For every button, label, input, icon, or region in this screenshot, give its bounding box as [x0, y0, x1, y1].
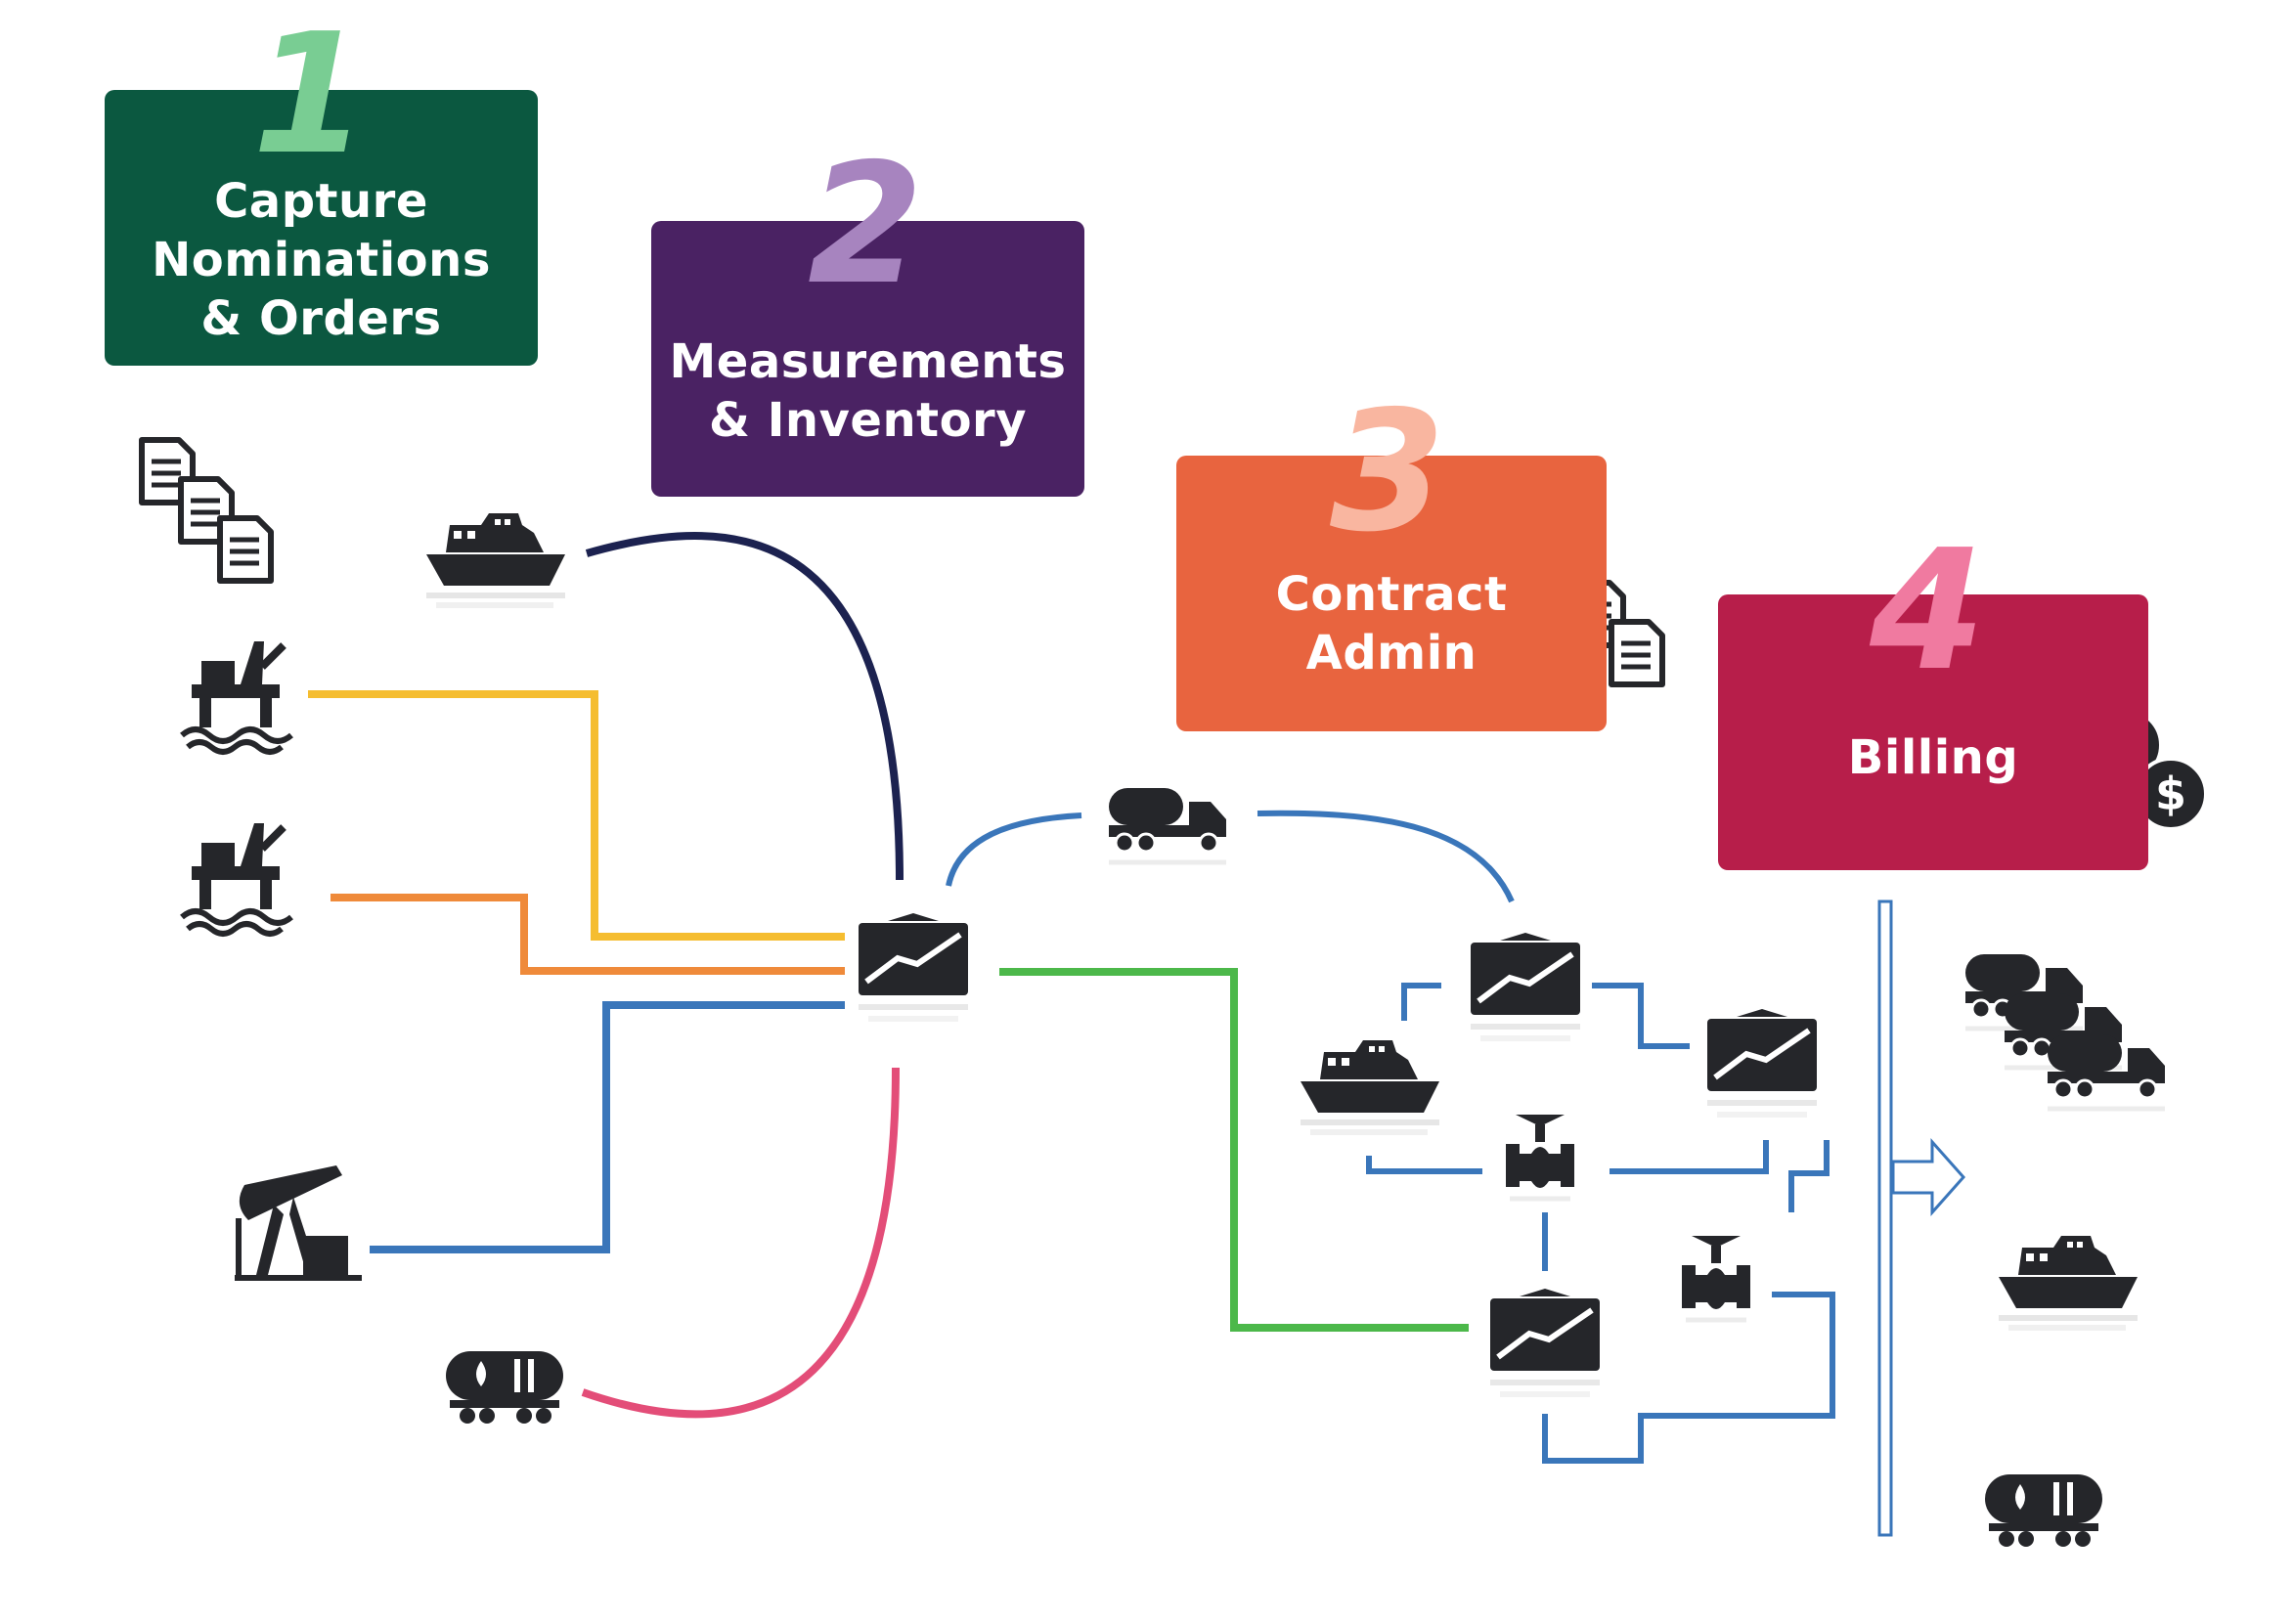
- right-connections: [946, 810, 1835, 1464]
- ship-icon: [1301, 1040, 1439, 1132]
- tank-a-left: [1401, 983, 1441, 1021]
- step-4-box: Billing: [1718, 594, 2148, 870]
- truck-line-in: [946, 812, 1082, 887]
- ship-icon: [426, 513, 565, 605]
- pink-line: [581, 1067, 900, 1419]
- yellow-line: [308, 690, 845, 941]
- truck-line-out: [1257, 810, 1515, 903]
- documents-icon: [142, 440, 271, 581]
- step-3-label: Contract Admin: [1275, 567, 1508, 680]
- valve-icon: [1682, 1236, 1750, 1320]
- step-1-box: Capture Nominations & Orders: [105, 90, 538, 366]
- rail-tank-car-icon: [1985, 1474, 2102, 1547]
- offshore-rig-icon: [182, 823, 291, 934]
- step-3-number: 3: [1330, 375, 1446, 569]
- ship-icon: [1999, 1236, 2138, 1328]
- step-1-number: 1: [252, 0, 369, 192]
- tank-a-right: [1592, 983, 1690, 1049]
- step-2-label: Measurements & Inventory: [669, 334, 1067, 448]
- orange-line: [331, 894, 845, 975]
- pump-jack-icon: [235, 1165, 362, 1281]
- valve-right-2: [1788, 1140, 1830, 1212]
- green-line: [999, 968, 1469, 1332]
- storage-tank-icon: [1707, 1009, 1817, 1115]
- valve-right: [1610, 1140, 1769, 1174]
- step-2-number: 2: [808, 128, 924, 322]
- step-4-number: 4: [1870, 514, 1986, 708]
- blue-line-left: [370, 1001, 845, 1253]
- step-2-box: Measurements & Inventory: [651, 221, 1084, 497]
- dispatch-bar: [1877, 900, 1893, 1537]
- tanker-truck-icon: [1109, 788, 1226, 862]
- navy-line: [585, 532, 904, 881]
- tank-c-loop: [1542, 1292, 1835, 1464]
- rail-tank-car-icon: [446, 1351, 563, 1424]
- tanker-truck-icon: [2048, 1034, 2165, 1109]
- left-connections: [308, 532, 904, 1419]
- step-3-box: Contract Admin: [1176, 456, 1607, 731]
- step-4-label: Billing: [1847, 730, 2019, 785]
- storage-tank-icon: [1471, 933, 1580, 1038]
- storage-tank-icon: [1490, 1289, 1600, 1394]
- step-1-label: Capture Nominations & Orders: [152, 174, 491, 346]
- offshore-rig-icon: [182, 641, 291, 752]
- right-arrow-icon: [1891, 1138, 1966, 1216]
- valve-left: [1366, 1156, 1482, 1174]
- valve-icon: [1506, 1115, 1574, 1199]
- storage-tank-icon: [859, 913, 968, 1019]
